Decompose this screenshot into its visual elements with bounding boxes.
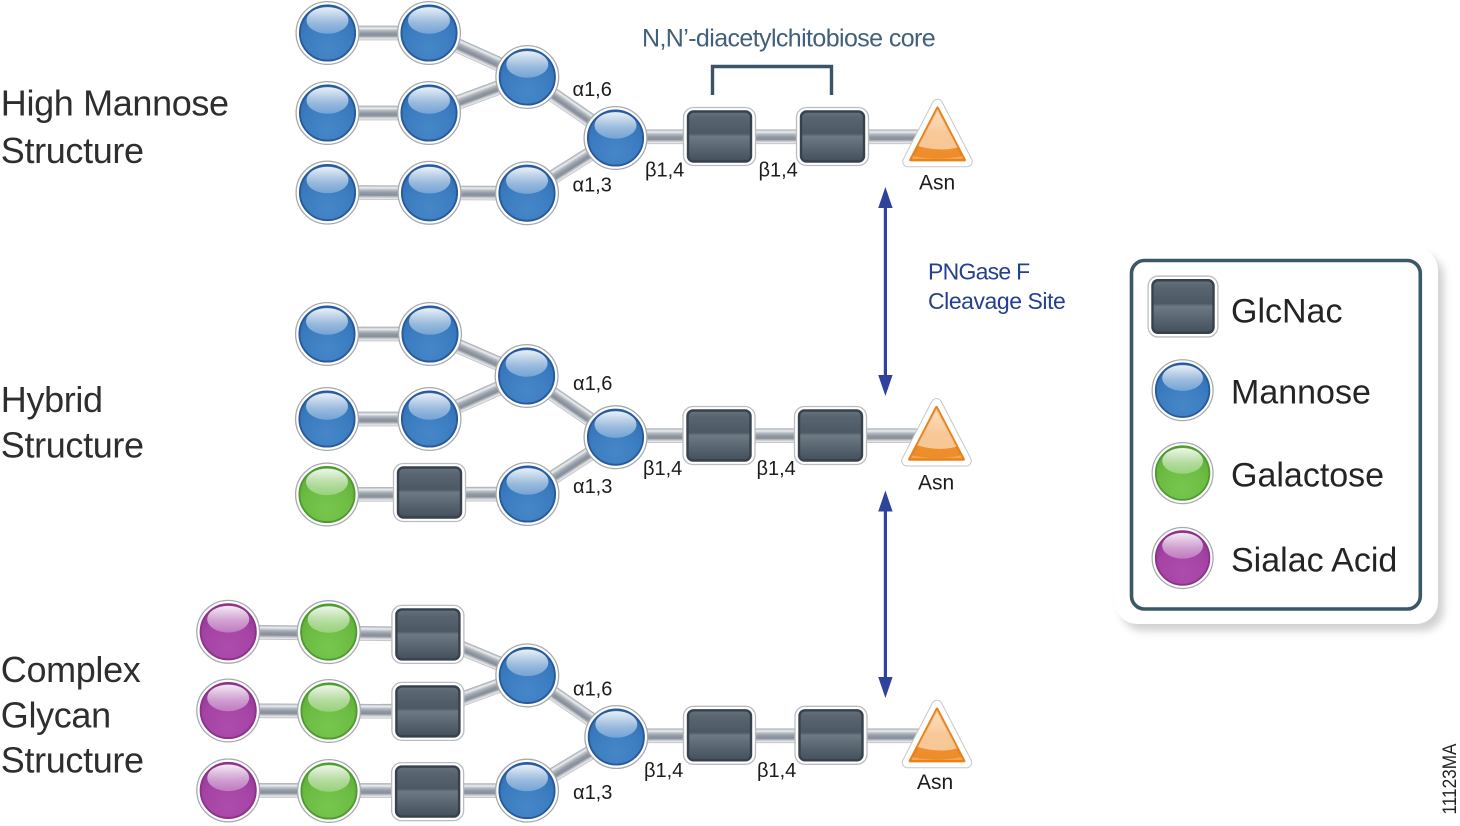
svg-text:β1,4: β1,4 <box>645 160 684 182</box>
svg-text:PNGase F: PNGase F <box>928 259 1030 285</box>
svg-text:α1,6: α1,6 <box>573 79 612 101</box>
svg-text:N,N’-diacetylchitobiose core: N,N’-diacetylchitobiose core <box>642 24 935 52</box>
svg-text:α1,3: α1,3 <box>573 476 612 498</box>
svg-text:Structure: Structure <box>1 424 144 465</box>
svg-text:Asn: Asn <box>917 771 953 794</box>
svg-text:β1,4: β1,4 <box>757 458 796 480</box>
svg-text:Asn: Asn <box>919 172 955 195</box>
svg-text:α1,3: α1,3 <box>573 175 612 197</box>
svg-text:Asn: Asn <box>918 472 954 495</box>
svg-text:β1,4: β1,4 <box>643 458 682 480</box>
svg-text:β1,4: β1,4 <box>644 760 683 782</box>
svg-text:α1,6: α1,6 <box>573 373 612 395</box>
svg-text:β1,4: β1,4 <box>757 760 796 782</box>
svg-text:Hybrid: Hybrid <box>1 379 103 420</box>
svg-text:α1,6: α1,6 <box>573 679 612 701</box>
svg-text:Cleavage Site: Cleavage Site <box>928 288 1065 314</box>
svg-text:GlcNac: GlcNac <box>1231 293 1342 331</box>
svg-text:Sialac Acid: Sialac Acid <box>1231 542 1397 580</box>
svg-text:Structure: Structure <box>1 740 144 781</box>
svg-text:Structure: Structure <box>1 130 144 171</box>
svg-text:Galactose: Galactose <box>1231 457 1384 495</box>
svg-text:High Mannose: High Mannose <box>1 83 229 124</box>
svg-text:α1,3: α1,3 <box>573 782 612 804</box>
svg-text:Glycan: Glycan <box>1 694 111 735</box>
svg-text:Mannose: Mannose <box>1231 374 1371 412</box>
svg-text:11123MA: 11123MA <box>1440 743 1460 814</box>
svg-text:β1,4: β1,4 <box>759 160 798 182</box>
svg-text:Complex: Complex <box>1 649 141 690</box>
